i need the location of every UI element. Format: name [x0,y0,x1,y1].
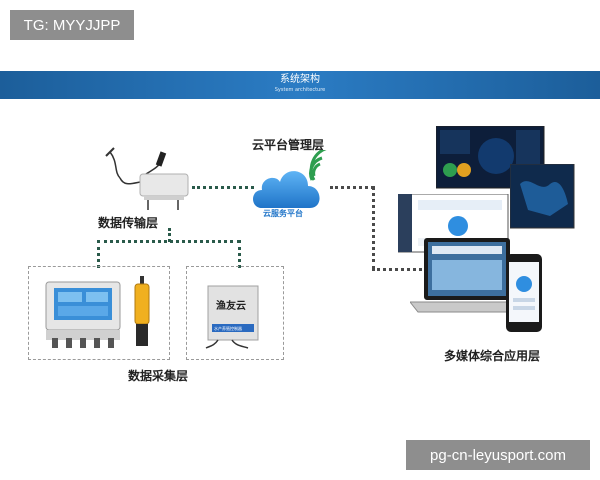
collection-box-left [28,266,170,360]
cloud-layer-label: 云平台管理层 [252,138,325,152]
smartphone-icon [506,254,542,332]
connector-branch [97,240,240,243]
cloud-platform-label: 云服务平台 [263,209,303,218]
watermark: TG: MYYJJPP [10,10,134,40]
connector-device-cloud [192,186,254,189]
laptop-icon [410,238,522,313]
connector-left-branch [97,240,100,268]
connector-cloud-right [330,186,374,189]
connector-device-down [168,228,171,242]
footer-domain-tag: pg-cn-leyusport.com [406,440,590,470]
title-banner: 系统架构 System architecture [0,71,600,99]
map-monitor-icon [510,164,575,229]
collection-box-right [186,266,284,360]
banner-subtitle: System architecture [274,87,326,93]
transmission-device-icon [105,147,189,210]
application-layer-label: 多媒体综合应用层 [444,349,541,363]
cloud-icon [253,171,320,208]
probe-sensor-icon [134,276,150,346]
connector-vertical-right [372,186,375,270]
monitor-device-icon [45,281,121,348]
controller-cabinet-icon [205,285,259,349]
connector-right-branch [238,240,241,268]
collection-layer-label: 数据采集层 [128,369,189,383]
cabinet-brand-text: 渔友云 [216,301,246,312]
transmission-layer-label: 数据传输层 [98,216,159,230]
cabinet-plate-text: 水产养殖控制器 [214,326,242,331]
connector-to-application [372,268,428,271]
banner-title: 系统架构 [280,74,320,85]
wifi-icon [309,150,327,181]
